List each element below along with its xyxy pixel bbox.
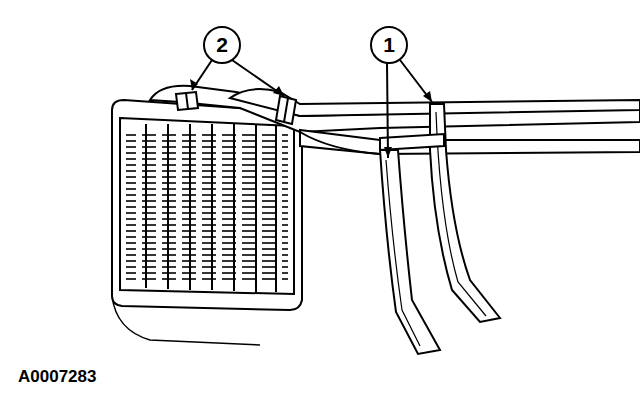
heater-core (112, 100, 302, 345)
hose-clamp (176, 92, 296, 124)
callout-number: 2 (216, 33, 228, 56)
figure-id: A0007283 (18, 368, 96, 387)
heater-tubes (150, 86, 640, 154)
callout-leaders (192, 27, 432, 158)
arrowheads (190, 79, 432, 158)
callout-number: 1 (383, 33, 395, 56)
disconnect-tool (380, 104, 500, 354)
